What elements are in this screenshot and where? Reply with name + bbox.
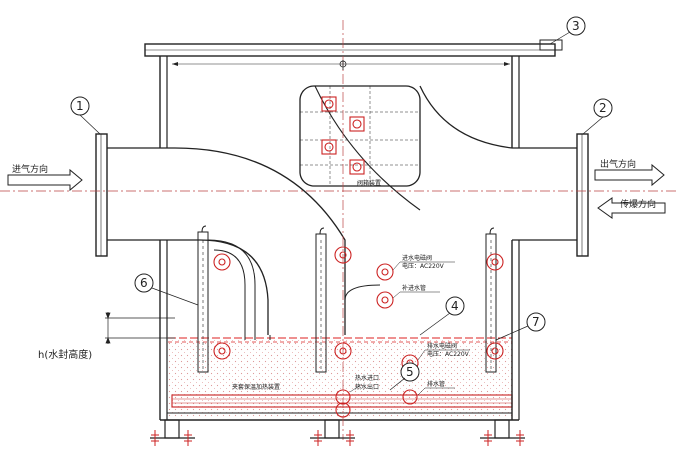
outlet-direction-arrow: [594, 163, 665, 187]
heating-device-label: 夹套保温加热装置: [232, 383, 280, 391]
heater-tube-right: [485, 233, 497, 373]
heater-tube-center: [315, 233, 327, 373]
heater-tube-left: [197, 231, 209, 373]
callout-5-text: 5: [406, 365, 414, 379]
callout-7-text: 7: [532, 315, 540, 329]
callout-4: [445, 296, 465, 316]
inner-duct: [167, 147, 346, 335]
callout-2-text: 2: [599, 101, 607, 115]
inlet-valve-label: 进水电磁阀: [402, 254, 432, 262]
drain-valve-voltage: 电压：AC220V: [427, 350, 470, 358]
callout-5: [400, 362, 420, 382]
blast-direction-arrow: [597, 197, 666, 219]
inlet-flange: [95, 133, 108, 257]
outlet-direction-label: 出气方向: [600, 158, 636, 170]
callout-3: [566, 16, 586, 36]
inlet-valve-voltage: 电压：AC220V: [402, 262, 445, 270]
callout-4-text: 4: [451, 299, 459, 313]
inlet-direction-arrow: [7, 168, 83, 192]
blast-direction-label: 传爆方向: [620, 198, 656, 210]
drain-pipe-label: 排水管: [427, 380, 445, 388]
hot-water-outlet-label: 热水出口: [355, 383, 379, 391]
valve-box-label: 阀箱装置: [357, 179, 381, 187]
external-inlet-pipe-label: 补进水管: [402, 284, 426, 292]
drain-valve-label: 排水电磁阀: [427, 342, 457, 350]
outlet-flange: [576, 133, 589, 257]
callout-7: [526, 312, 546, 332]
callout-6: [134, 273, 154, 293]
water-seal-height-label: h(水封高度): [38, 348, 92, 361]
callout-6-text: 6: [140, 276, 148, 290]
inlet-direction-label: 进气方向: [12, 163, 48, 175]
valve-box: [299, 85, 421, 187]
callout-3-text: 3: [572, 19, 580, 33]
callout-1-text: 1: [76, 99, 84, 113]
hot-water-inlet-label: 热水进口: [355, 374, 379, 382]
